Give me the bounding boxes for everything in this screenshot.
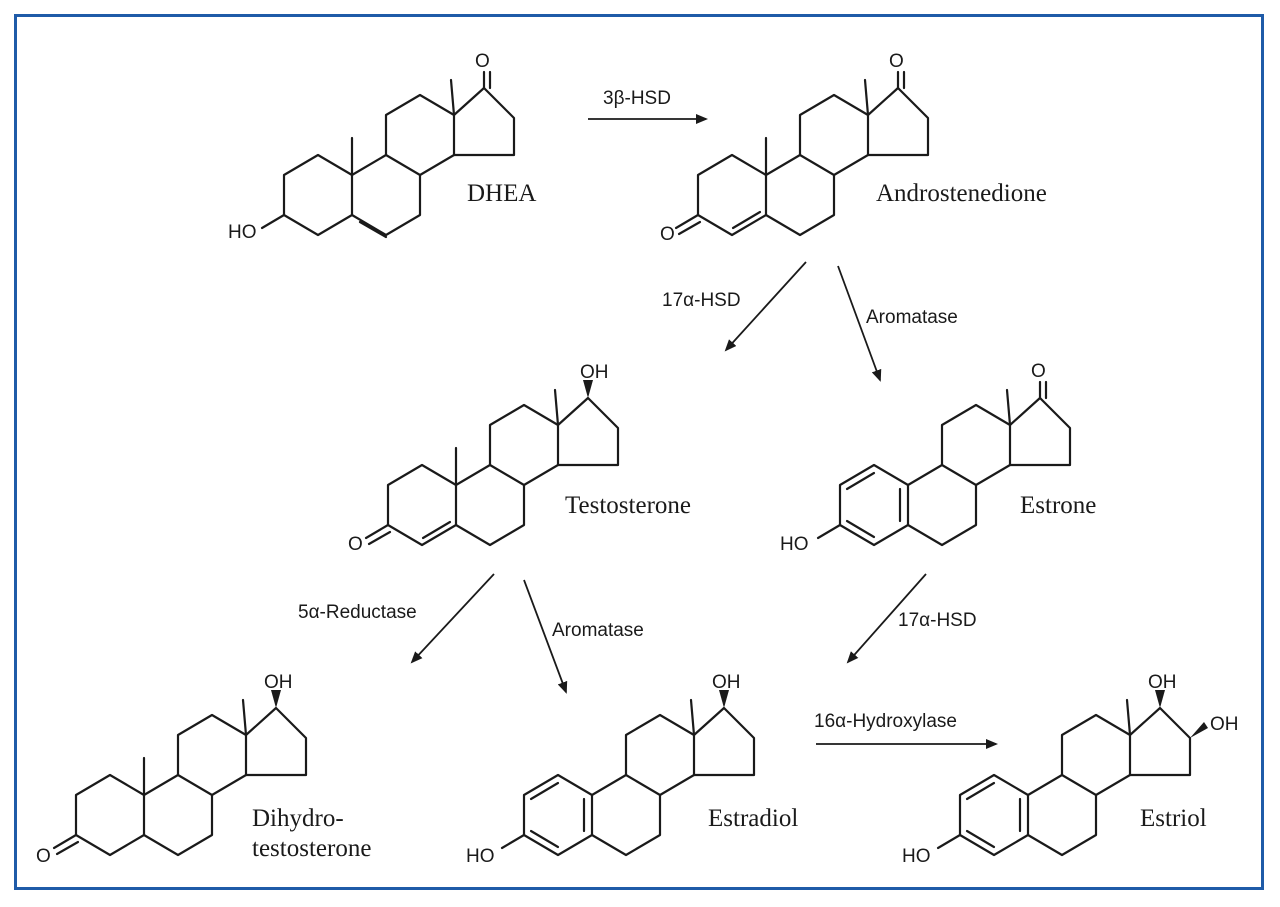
dhea-o-label: O <box>475 51 490 72</box>
dhea-label: DHEA <box>467 180 536 207</box>
enzyme-17a-hsd-2: 17α-HSD <box>898 610 977 631</box>
molecule-dhea: HO O DHEA <box>228 51 536 243</box>
arrow-dhea-to-androstenedione: 3β-HSD <box>588 88 708 124</box>
molecule-estriol: HO OH OH Estriol <box>902 672 1239 867</box>
dht-label-line1: Dihydro- <box>252 805 344 832</box>
diagram-frame <box>14 14 1264 890</box>
dht-oh-label: OH <box>264 672 293 693</box>
molecule-estradiol: HO OH Estradiol <box>466 672 798 867</box>
dhea-ho-label: HO <box>228 222 257 243</box>
estriol-ho-label: HO <box>902 846 931 867</box>
enzyme-aromatase-1: Aromatase <box>866 307 958 328</box>
estrone-o-label: O <box>1031 361 1046 382</box>
androstenedione-label: Androstenedione <box>876 180 1047 207</box>
enzyme-5a-reductase: 5α-Reductase <box>298 602 417 623</box>
estriol-oh16-label: OH <box>1210 714 1239 735</box>
enzyme-17a-hsd-1: 17α-HSD <box>662 290 741 311</box>
estradiol-ho-label: HO <box>466 846 495 867</box>
molecule-dht: O OH Dihydro- testosterone <box>36 672 371 867</box>
andro-o3-label: O <box>660 224 675 245</box>
arrow-androstenedione-to-estrone: Aromatase <box>837 265 958 382</box>
enzyme-16a-hydroxylase: 16α-Hydroxylase <box>814 711 957 732</box>
andro-o17-label: O <box>889 51 904 72</box>
molecule-testosterone: O OH Testosterone <box>348 362 691 555</box>
estriol-oh17-label: OH <box>1148 672 1177 693</box>
dht-o3-label: O <box>36 846 51 867</box>
enzyme-aromatase-2: Aromatase <box>552 620 644 641</box>
dht-label-line2: testosterone <box>252 835 371 862</box>
molecule-androstenedione: O O Androstenedione <box>660 51 1047 245</box>
estrone-ho-label: HO <box>780 534 809 555</box>
arrow-testosterone-to-estradiol: Aromatase <box>523 579 644 694</box>
molecule-estrone: HO O Estrone <box>780 361 1096 555</box>
testo-oh-label: OH <box>580 362 609 383</box>
testosterone-label: Testosterone <box>565 492 691 519</box>
arrow-estrone-to-estradiol: 17α-HSD <box>846 573 977 664</box>
arrow-estradiol-to-estriol: 16α-Hydroxylase <box>814 711 998 749</box>
estradiol-oh-label: OH <box>712 672 741 693</box>
enzyme-3b-hsd: 3β-HSD <box>603 88 671 109</box>
estriol-label: Estriol <box>1140 805 1207 832</box>
arrow-androstenedione-to-testosterone: 17α-HSD <box>662 261 807 352</box>
estradiol-label: Estradiol <box>708 805 798 832</box>
estrone-label: Estrone <box>1020 492 1096 519</box>
arrow-testosterone-to-dht: 5α-Reductase <box>298 573 495 664</box>
testo-o3-label: O <box>348 534 363 555</box>
